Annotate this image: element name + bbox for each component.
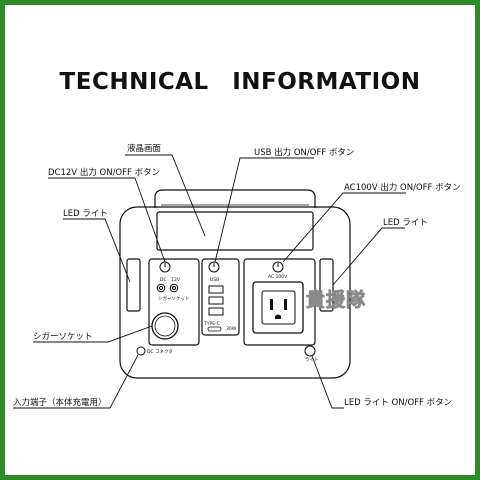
typec-port[interactable] <box>207 326 222 332</box>
ac100v-button[interactable] <box>272 261 284 273</box>
device-body <box>119 206 351 379</box>
usb-label: USB <box>210 277 219 283</box>
leader-led-left <box>63 218 131 283</box>
dc-outlet-1[interactable] <box>156 283 166 293</box>
dc-input-connector[interactable] <box>136 346 146 356</box>
leader-lcd <box>125 154 206 237</box>
dc-label: DC 12V <box>160 277 181 283</box>
callout-cigar: シガーソケット <box>33 331 93 342</box>
watt-label: 30W <box>226 326 237 332</box>
led-switch-button[interactable] <box>304 345 316 357</box>
usb-port-2[interactable] <box>208 296 224 305</box>
cigar-socket[interactable] <box>151 312 179 340</box>
dc-input-label: DC コネクタ <box>147 348 173 355</box>
leader-usb <box>214 157 314 263</box>
led-light-left <box>126 258 141 312</box>
callout-input: 入力端子（本体充電用） <box>13 397 107 408</box>
callout-lcd: 液晶画面 <box>127 143 162 154</box>
device-handle <box>154 189 316 208</box>
callout-led-left: LED ライト <box>63 209 108 219</box>
leader-dc12v <box>48 177 166 263</box>
leader-led-switch <box>311 355 344 409</box>
dc-outlet-2[interactable] <box>169 283 179 293</box>
leader-input <box>13 354 139 409</box>
callout-usb: USB 出力 ON/OFF ボタン <box>254 147 354 158</box>
callout-dc12v: DC12V 出力 ON/OFF ボタン <box>48 167 160 178</box>
watermark: 貴援隊 <box>306 288 366 311</box>
usb-button[interactable] <box>208 261 220 273</box>
callout-led-switch: LED ライト ON/OFF ボタン <box>344 398 452 408</box>
dc12v-button[interactable] <box>159 261 171 273</box>
dc-panel <box>148 258 200 346</box>
usb-port-1[interactable] <box>208 285 224 294</box>
ac-label: AC 100V <box>268 274 288 280</box>
leader-led-right <box>332 227 405 286</box>
page-title: TECHNICAL INFORMATION <box>59 69 421 95</box>
ac-outlet[interactable] <box>252 281 304 334</box>
leader-cigar <box>33 325 153 343</box>
light-label: ライト <box>305 357 319 363</box>
typec-label: TYPE-C <box>203 321 220 327</box>
leader-ac100v <box>282 192 406 263</box>
callout-led-right: LED ライト <box>383 218 428 228</box>
callout-ac100v: AC100V 出力 ON/OFF ボタン <box>344 182 461 193</box>
ac-panel <box>243 258 316 346</box>
lcd-screen <box>156 211 314 251</box>
usb-panel <box>201 258 240 336</box>
usb-port-3[interactable] <box>208 307 224 316</box>
cigar-panel-label: シガーソケット <box>158 295 190 302</box>
